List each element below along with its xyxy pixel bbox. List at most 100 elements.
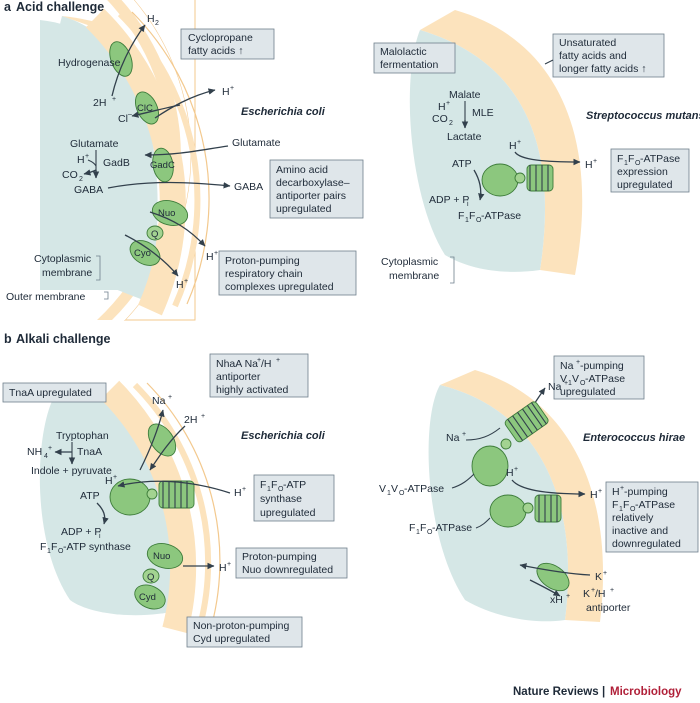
acid-ecoli-organism: Escherichia coli (241, 106, 326, 118)
ehirae-na-in-line (465, 427, 501, 441)
box-malo-line-1: Malolactic (380, 46, 427, 58)
smutans-f1fo-mid: F (469, 210, 475, 222)
v1vo-label-v: V (379, 483, 386, 495)
alkali-pi-sub: i (99, 533, 101, 540)
antiporter-k-sup: + (591, 587, 595, 594)
cyo-label: Cyo (134, 248, 151, 259)
alkali-h-out-label: H (234, 487, 242, 499)
gaba-in-label: GABA (74, 184, 103, 196)
alkali-q-protein (142, 568, 160, 584)
box-f1fo-line-2: expression (617, 166, 668, 178)
box-h-line-4: inactive and (612, 525, 668, 537)
alkali-atp-arrow (96, 502, 109, 525)
box-nhaa-line-1b: /H (261, 358, 272, 370)
hydrogenase-protein (109, 41, 133, 77)
two-h-label: 2H (93, 97, 106, 109)
section-b-title: Alkali challenge (16, 332, 111, 346)
v1vo-label: -ATPase (404, 483, 444, 495)
k-sup: + (603, 570, 607, 577)
alkali-fo-ring (158, 480, 195, 509)
alkali-f1-stalk (146, 488, 158, 500)
alkali-h-in-label: H (105, 475, 113, 487)
box-f1fo-expression (610, 148, 690, 193)
smutans-h-out-label: H (585, 159, 593, 171)
box-cyclopropane-line-1: Cyclopropane (188, 32, 253, 44)
mle-h-label: H (438, 101, 446, 113)
box-h-line-3: relatively (612, 512, 654, 524)
xh-arrow (529, 579, 561, 597)
v1vo-label-v2: V (391, 483, 398, 495)
cyto-membrane-label-1: Cytoplasmic (34, 253, 91, 265)
box-nhaa-sup1: + (257, 357, 261, 364)
antiporter-line-1: /H (595, 588, 606, 600)
alkali-h-out-sup: + (242, 486, 246, 493)
glutamate-in-label: Glutamate (70, 138, 119, 150)
h2-label: H (147, 13, 155, 25)
box-h-sup: + (620, 485, 624, 492)
hydrogenase-label: Hydrogenase (58, 57, 121, 69)
outer-membrane-label: Outer membrane (6, 291, 86, 303)
ehirae-na-in-label: Na (446, 432, 460, 444)
h-clc-sup: + (230, 85, 234, 92)
alkali-synthase-sub2: O (58, 548, 64, 555)
box-f1fo-line-1a: F (617, 153, 623, 165)
box-proton-line-2: respiratory chain (225, 268, 303, 280)
box-tnaa (2, 382, 107, 403)
tryptophan-label: Tryptophan (56, 430, 109, 442)
smutans-co2-label: CO (432, 113, 448, 125)
alkali-synthase-sub1: 1 (47, 548, 51, 555)
box-na-line-3: upregulated (560, 386, 616, 398)
co2-sub: 2 (79, 176, 83, 183)
ehirae-h-in-label: H (506, 467, 514, 479)
alkali-adp-label: ADP + P (61, 526, 101, 538)
h-nuo-sup: + (214, 250, 218, 257)
tnaa-label: TnaA (77, 446, 102, 458)
box-h-sub1: 1 (619, 506, 623, 513)
nhaa-protein (147, 423, 177, 457)
alkali-nuo-h-sup: + (227, 561, 231, 568)
box-f1fo-sub1: 1 (624, 160, 628, 167)
ehirae-h-in-sup: + (514, 466, 518, 473)
v1vo-pointer (451, 473, 475, 489)
h-cyo-sup: + (184, 278, 188, 285)
xh-sup: + (566, 593, 570, 600)
v1vo-label-sub1: 1 (387, 490, 391, 497)
box-na-line-2: -ATPase (585, 373, 625, 385)
alkali-synthase-label: -ATP synthase (63, 541, 131, 553)
box-amino-acid (269, 159, 364, 219)
section-b-letter: b (4, 332, 12, 346)
smutans-f1fo-sub2: O (476, 217, 482, 224)
ehirae-na-out-sup: + (564, 380, 568, 387)
box-nhaa-sup2: + (276, 357, 280, 364)
nuo-label: Nuo (158, 208, 175, 219)
antiporter-line-2: antiporter (586, 602, 631, 614)
h-clc-label: H (222, 86, 230, 98)
ehirae-membrane (440, 370, 604, 622)
box-na-v2: V (572, 373, 579, 385)
section-a-title: Acid challenge (16, 0, 104, 14)
box-na-sup: + (576, 359, 580, 366)
ehirae-h-out-sup: + (598, 488, 602, 495)
box-unsat-line-2: fatty acids and (559, 50, 627, 62)
alkali-synthase-f: F (40, 541, 46, 553)
footer-separator: | (602, 686, 605, 698)
h-nuo-arrow (149, 211, 206, 247)
gadb-h-label: H (77, 154, 85, 166)
box-synthase-f: F (260, 479, 266, 491)
smutans-f1fo-sub1: 1 (465, 217, 469, 224)
na-export-arrow (139, 409, 165, 471)
box-proton-line-3: complexes upregulated (225, 281, 334, 293)
alkali-ecoli-outer-edge (146, 382, 221, 625)
box-unsaturated (552, 33, 665, 78)
box-cyd-line-1: Non-proton-pumping (193, 620, 289, 632)
section-a-letter: a (4, 0, 12, 14)
smutans-membrane (420, 10, 583, 275)
cl-sup: – (128, 111, 132, 118)
smutans-atp-label: ATP (452, 158, 472, 170)
alkali-f1-head (109, 478, 151, 516)
nh4-sup: + (48, 445, 52, 452)
box-h-line-2: -ATPase (635, 499, 675, 511)
box-synthase-line-2: synthase (260, 493, 302, 505)
box-amino-line-4: upregulated (276, 203, 332, 215)
